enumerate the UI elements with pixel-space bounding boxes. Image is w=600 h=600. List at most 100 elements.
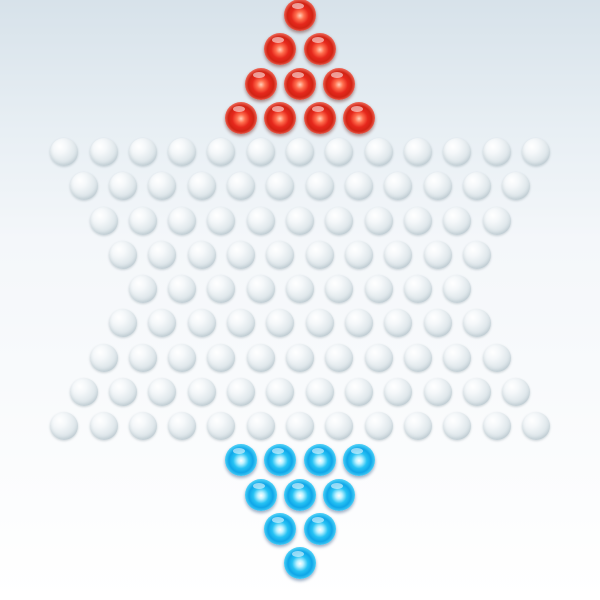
board-hole[interactable]: [502, 172, 531, 201]
board-hole[interactable]: [227, 377, 256, 406]
board-hole[interactable]: [168, 343, 197, 372]
board-hole[interactable]: [148, 309, 177, 338]
board-hole[interactable]: [521, 412, 550, 440]
board-hole[interactable]: [462, 309, 491, 338]
blue-marble[interactable]: [284, 547, 316, 579]
board-hole[interactable]: [423, 377, 452, 406]
board-hole[interactable]: [69, 377, 98, 406]
red-marble[interactable]: [225, 101, 258, 134]
board-hole[interactable]: [384, 172, 413, 201]
board-hole[interactable]: [364, 412, 393, 440]
board-hole[interactable]: [128, 412, 157, 440]
blue-marble[interactable]: [264, 444, 297, 477]
board-hole[interactable]: [109, 172, 138, 201]
board-hole[interactable]: [482, 343, 511, 372]
blue-marble[interactable]: [303, 444, 336, 477]
board-hole[interactable]: [266, 240, 295, 269]
board-hole[interactable]: [187, 172, 216, 201]
board-hole[interactable]: [187, 377, 216, 406]
board-hole[interactable]: [462, 172, 491, 201]
board-hole[interactable]: [168, 206, 197, 235]
board-hole[interactable]: [403, 138, 432, 166]
board-hole[interactable]: [344, 240, 373, 269]
board-hole[interactable]: [227, 240, 256, 269]
board-hole[interactable]: [128, 275, 157, 303]
board-hole[interactable]: [364, 343, 393, 372]
blue-marble[interactable]: [303, 512, 336, 545]
board-hole[interactable]: [207, 138, 236, 166]
board-hole[interactable]: [344, 377, 373, 406]
board-hole[interactable]: [246, 138, 275, 166]
board-hole[interactable]: [246, 343, 275, 372]
board-hole[interactable]: [482, 138, 511, 166]
board-hole[interactable]: [325, 343, 354, 372]
board-hole[interactable]: [443, 275, 472, 303]
board-hole[interactable]: [109, 240, 138, 269]
blue-marble[interactable]: [284, 478, 316, 511]
board-hole[interactable]: [384, 377, 413, 406]
blue-marble[interactable]: [323, 478, 356, 511]
board-hole[interactable]: [50, 412, 79, 440]
red-marble[interactable]: [284, 0, 316, 31]
board-hole[interactable]: [403, 206, 432, 235]
board-hole[interactable]: [128, 138, 157, 166]
red-marble[interactable]: [244, 67, 277, 100]
red-marble[interactable]: [342, 101, 375, 134]
board-hole[interactable]: [207, 275, 236, 303]
board-hole[interactable]: [187, 240, 216, 269]
board-hole[interactable]: [227, 172, 256, 201]
board-hole[interactable]: [443, 412, 472, 440]
board-hole[interactable]: [305, 377, 334, 406]
board-hole[interactable]: [89, 206, 118, 235]
blue-marble[interactable]: [225, 444, 258, 477]
board-hole[interactable]: [89, 343, 118, 372]
board-hole[interactable]: [443, 343, 472, 372]
board-hole[interactable]: [246, 275, 275, 303]
board-hole[interactable]: [50, 138, 79, 166]
blue-marble[interactable]: [264, 512, 297, 545]
board-hole[interactable]: [168, 412, 197, 440]
board-hole[interactable]: [482, 412, 511, 440]
board-hole[interactable]: [187, 309, 216, 338]
board-hole[interactable]: [443, 206, 472, 235]
board-hole[interactable]: [482, 206, 511, 235]
board-hole[interactable]: [443, 138, 472, 166]
board-hole[interactable]: [89, 412, 118, 440]
board-hole[interactable]: [325, 138, 354, 166]
board-hole[interactable]: [286, 138, 314, 166]
board-hole[interactable]: [246, 206, 275, 235]
board-hole[interactable]: [403, 343, 432, 372]
red-marble[interactable]: [303, 33, 336, 66]
board-hole[interactable]: [286, 412, 314, 440]
board-hole[interactable]: [521, 138, 550, 166]
board-hole[interactable]: [148, 377, 177, 406]
board-hole[interactable]: [266, 309, 295, 338]
board-hole[interactable]: [462, 377, 491, 406]
board-hole[interactable]: [168, 138, 197, 166]
board-hole[interactable]: [305, 172, 334, 201]
board-hole[interactable]: [207, 412, 236, 440]
board-hole[interactable]: [286, 343, 314, 372]
red-marble[interactable]: [264, 33, 297, 66]
board-hole[interactable]: [227, 309, 256, 338]
board-hole[interactable]: [148, 172, 177, 201]
board-hole[interactable]: [305, 309, 334, 338]
board-hole[interactable]: [462, 240, 491, 269]
board-hole[interactable]: [286, 275, 314, 303]
board-hole[interactable]: [207, 343, 236, 372]
board-hole[interactable]: [502, 377, 531, 406]
blue-marble[interactable]: [244, 478, 277, 511]
board-hole[interactable]: [364, 138, 393, 166]
board-hole[interactable]: [344, 309, 373, 338]
board-hole[interactable]: [423, 309, 452, 338]
board-hole[interactable]: [109, 309, 138, 338]
board-hole[interactable]: [423, 240, 452, 269]
board-hole[interactable]: [266, 377, 295, 406]
board-hole[interactable]: [403, 275, 432, 303]
board-hole[interactable]: [89, 138, 118, 166]
board-hole[interactable]: [423, 172, 452, 201]
board-hole[interactable]: [305, 240, 334, 269]
board-hole[interactable]: [364, 275, 393, 303]
board-hole[interactable]: [384, 240, 413, 269]
red-marble[interactable]: [323, 67, 356, 100]
